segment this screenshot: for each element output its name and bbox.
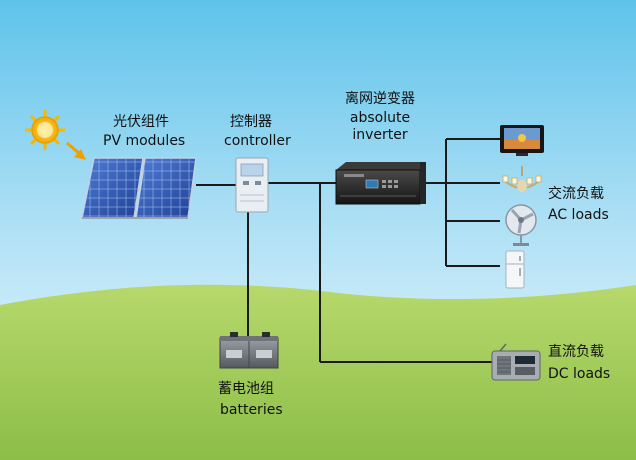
sunlight-arrow-icon — [66, 141, 86, 160]
batteries-icon — [219, 332, 279, 369]
chandelier-icon — [502, 166, 542, 192]
controller-label-cn: 控制器 — [230, 114, 272, 130]
controller-icon — [235, 157, 269, 213]
refrigerator-icon — [505, 250, 525, 289]
inverter-label-cn: 离网逆变器 — [345, 91, 415, 107]
inverter-icon — [335, 162, 426, 205]
pv-panels-icon — [81, 157, 197, 219]
pv-label-cn: 光伏组件 — [113, 114, 169, 130]
fan-icon — [505, 204, 537, 246]
batteries-label-cn: 蓄电池组 — [218, 381, 274, 397]
inverter-label-en-2: inverter — [352, 127, 408, 143]
batteries-label-en: batteries — [220, 402, 283, 418]
ac-loads-label-en: AC loads — [548, 207, 609, 223]
wiring — [196, 138, 500, 363]
tv-icon — [500, 125, 544, 156]
controller-label-en: controller — [224, 133, 291, 149]
dc-loads-label-cn: 直流负载 — [548, 344, 604, 360]
dc-loads-label-en: DC loads — [548, 366, 611, 382]
pv-label-en: PV modules — [103, 133, 186, 149]
grass-background — [0, 284, 636, 460]
inverter-label-en-1: absolute — [349, 110, 411, 126]
ac-loads-label-cn: 交流负载 — [548, 186, 604, 202]
radio-icon — [491, 343, 541, 381]
sun-icon — [25, 110, 65, 150]
